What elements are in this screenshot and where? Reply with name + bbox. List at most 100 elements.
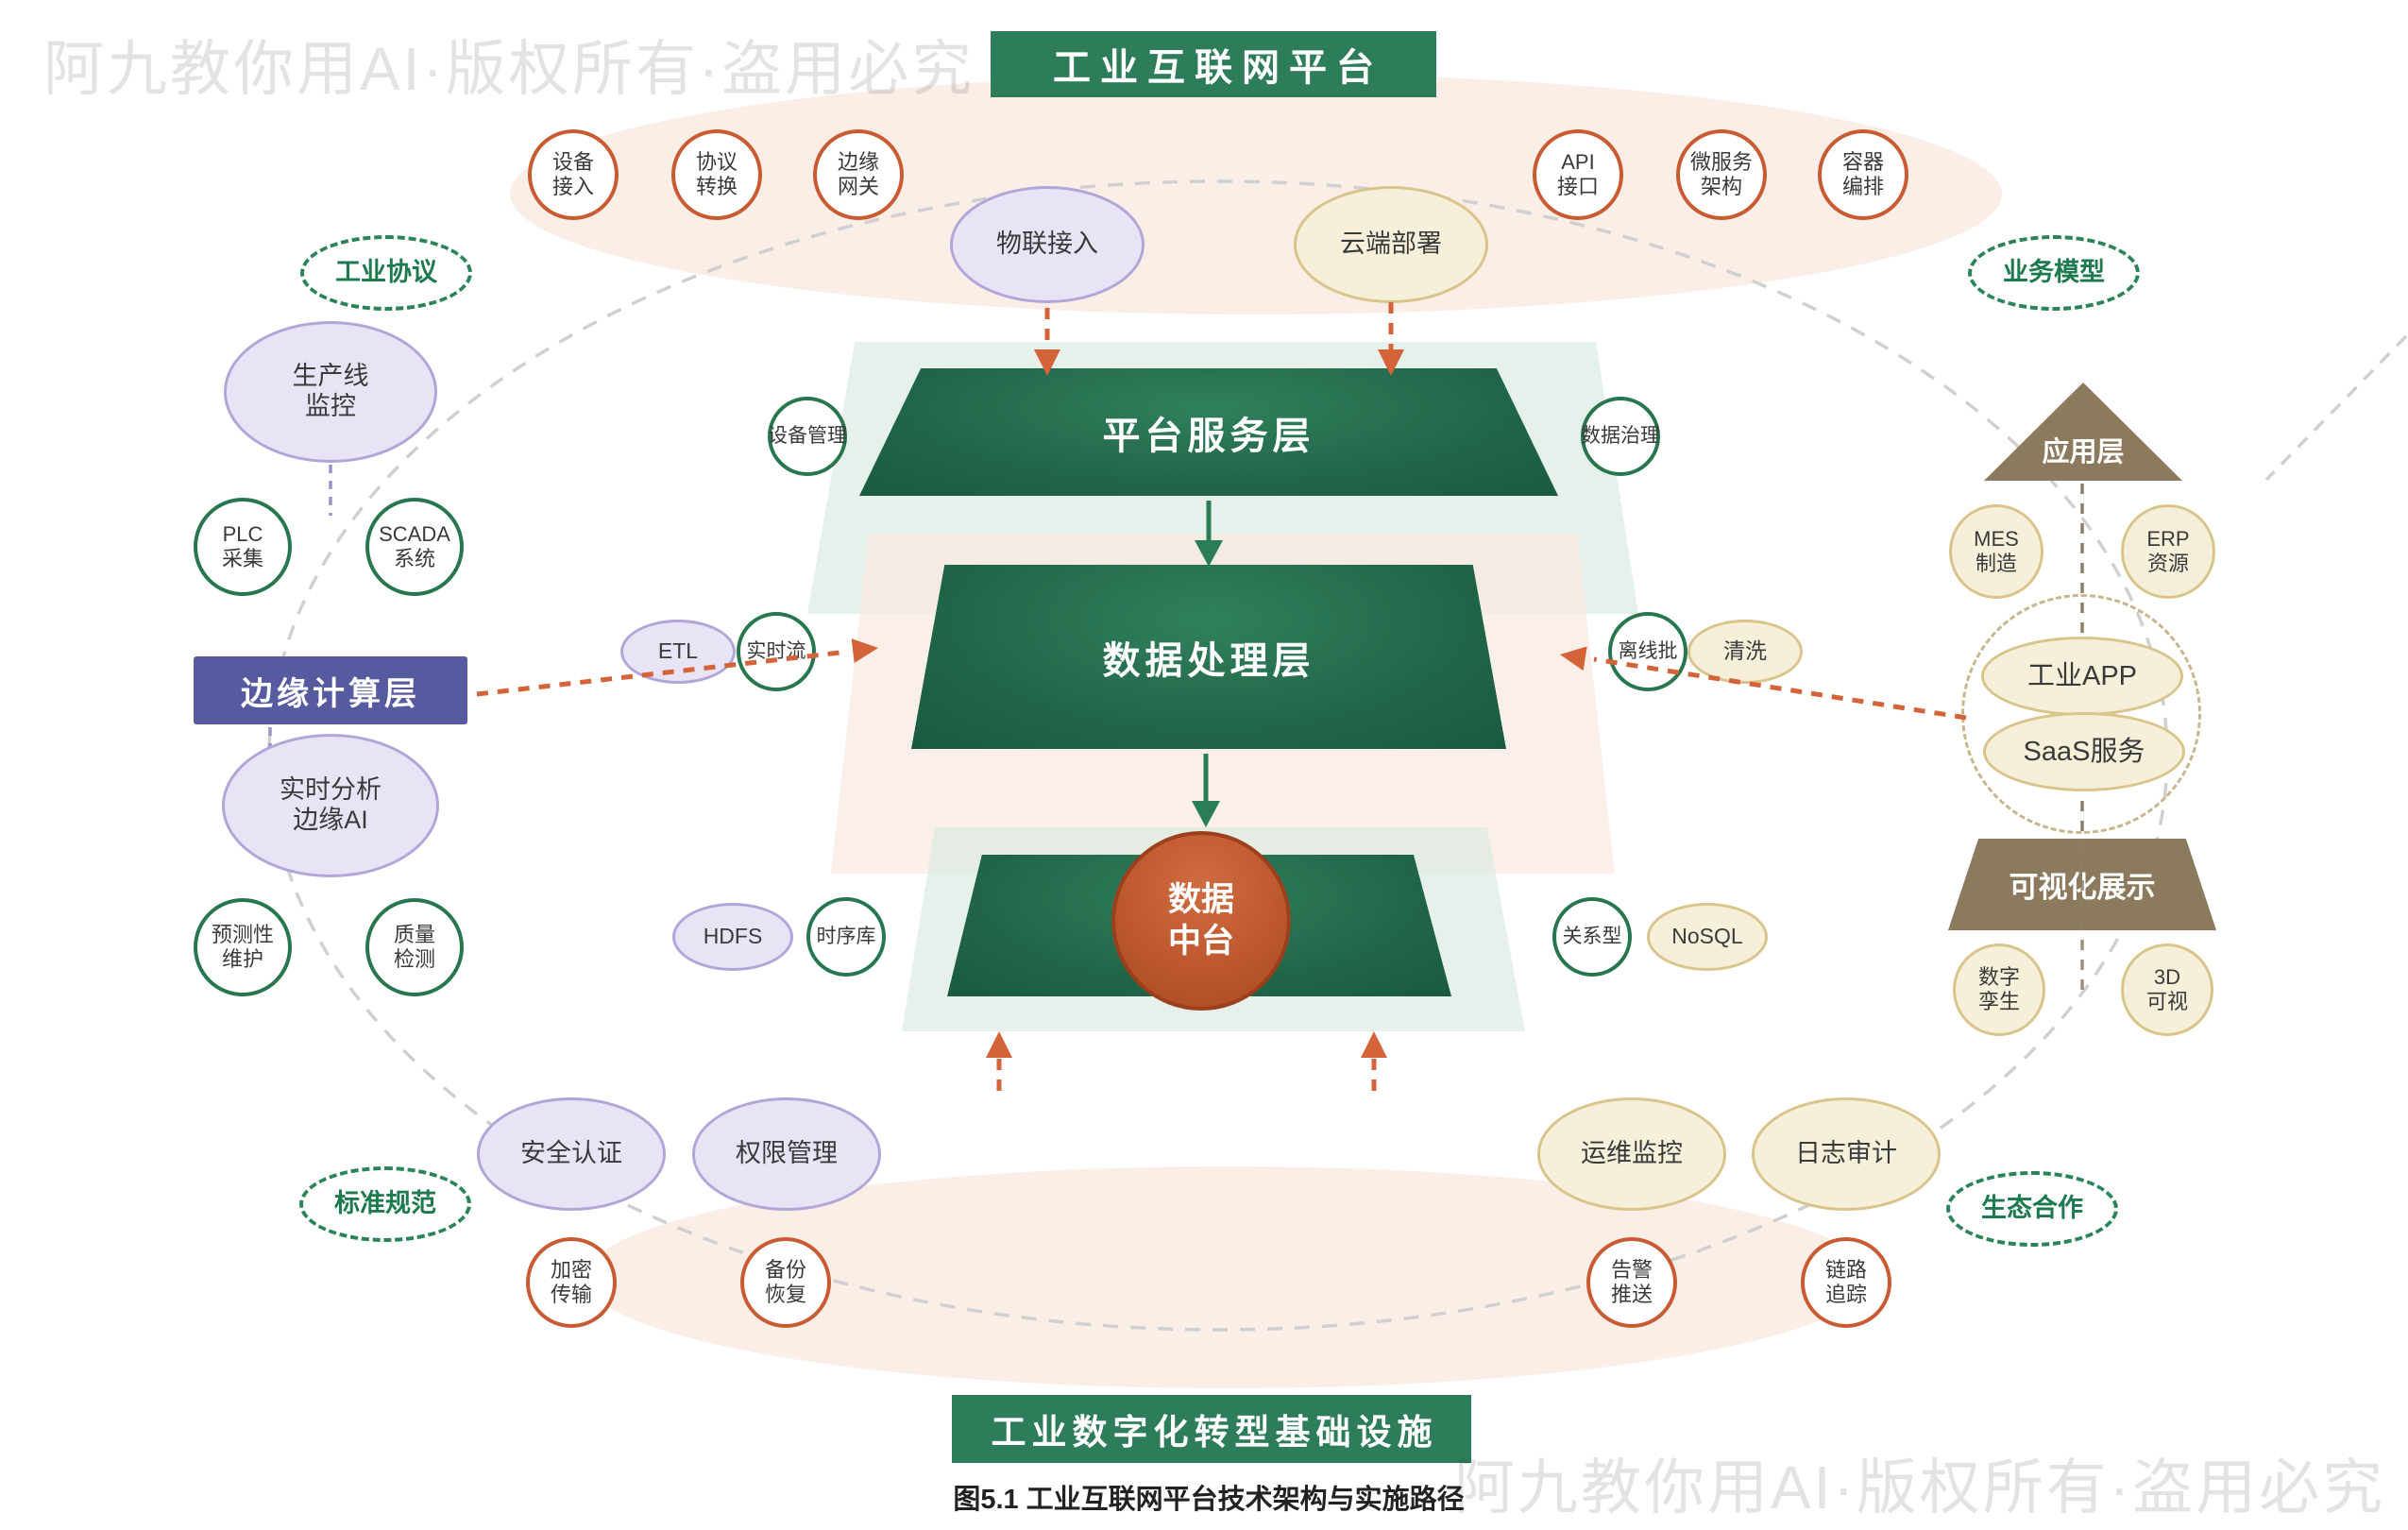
node-ops-monitoring-label: 运维监控 [1581, 1139, 1683, 1168]
node-cleaning-label: 清洗 [1723, 638, 1767, 664]
node-edge-gateway: 边缘 网关 [813, 129, 904, 220]
node-link-tracing-label: 链路 追踪 [1824, 1258, 1867, 1306]
node-iot-access-label: 物联接入 [996, 230, 1098, 259]
arrow-up-into-hub-right [1361, 1031, 1387, 1091]
node-alert-push-label: 告警 推送 [1610, 1258, 1653, 1306]
node-backup-recovery: 备份 恢复 [740, 1237, 831, 1328]
zone-standards: 标准规范 [299, 1166, 471, 1242]
node-production-monitor: 生产线 监控 [224, 321, 437, 463]
zone-ecosystem-label: 生态合作 [1981, 1194, 2083, 1223]
node-device-access: 设备 接入 [528, 129, 619, 220]
zone-business-model-label: 业务模型 [2003, 258, 2105, 287]
node-encrypted-transfer: 加密 传输 [526, 1237, 617, 1328]
zone-ecosystem: 生态合作 [1946, 1171, 2118, 1247]
layer-edge-computing-label: 边缘计算层 [241, 675, 420, 712]
node-quality-inspection: 质量 检测 [365, 898, 464, 996]
node-microservice-arch: 微服务 架构 [1676, 129, 1767, 220]
layer-visualization-label: 可视化展示 [2009, 871, 2156, 904]
node-predictive-maintenance: 预测性 维护 [194, 898, 292, 996]
business-model-arc [2264, 334, 2408, 482]
node-etl: ETL [620, 620, 736, 684]
node-saas: SaaS服务 [1983, 712, 2185, 791]
node-hdfs: HDFS [672, 903, 793, 971]
data-hub-circle: 数据 中台 [1111, 831, 1291, 1011]
node-predictive-maintenance-label: 预测性 维护 [211, 923, 274, 971]
layer-data-processing: 数据处理层 [911, 565, 1506, 749]
bottom-banner: 工业数字化转型基础设施 [952, 1395, 1471, 1463]
node-container-orch: 容器 编排 [1818, 129, 1908, 220]
watermark-top-left: 阿九教你用AI·版权所有·盗用必究 [43, 35, 975, 103]
node-erp-label: ERP 资源 [2146, 527, 2190, 575]
data-hub-label: 数据 中台 [1167, 881, 1234, 960]
node-cloud-deploy: 云端部署 [1294, 186, 1488, 303]
node-data-governance-label: 数据治理 [1581, 424, 1660, 447]
node-alert-push: 告警 推送 [1586, 1237, 1677, 1328]
node-production-monitor-label: 生产线 监控 [292, 362, 369, 420]
layer-application-label: 应用层 [2042, 437, 2125, 468]
node-api-interface-label: API 接口 [1556, 150, 1599, 198]
layer-platform-service-label: 平台服务层 [1102, 415, 1315, 457]
node-nosql: NoSQL [1647, 903, 1768, 971]
node-security-auth: 安全认证 [477, 1097, 666, 1211]
node-log-audit-label: 日志审计 [1795, 1139, 1897, 1168]
node-industrial-app: 工业APP [1981, 637, 2183, 716]
layer-visualization: 可视化展示 [1948, 839, 2216, 930]
node-permission-mgmt: 权限管理 [692, 1097, 881, 1211]
node-link-tracing: 链路 追踪 [1801, 1237, 1891, 1328]
layer-platform-service: 平台服务层 [859, 368, 1558, 496]
node-container-orch-label: 容器 编排 [1841, 150, 1884, 198]
node-permission-mgmt-label: 权限管理 [736, 1139, 838, 1168]
top-banner: 工业互联网平台 [991, 31, 1436, 97]
node-offline-batch: 离线批 [1608, 612, 1687, 691]
node-realtime-edge-ai: 实时分析 边缘AI [222, 734, 439, 877]
node-device-mgmt: 设备管理 [768, 397, 847, 476]
node-device-access-label: 设备 接入 [551, 150, 594, 198]
node-iot-access: 物联接入 [950, 186, 1145, 303]
bottom-banner-title: 工业数字化转型基础设施 [991, 1413, 1438, 1452]
node-cloud-deploy-label: 云端部署 [1340, 230, 1442, 259]
node-backup-recovery-label: 备份 恢复 [764, 1258, 806, 1306]
arrow-up-into-hub-left [986, 1031, 1012, 1091]
node-realtime-stream-label: 实时流 [746, 639, 806, 662]
watermark-bottom-right: 阿九教你用AI·版权所有·盗用必究 [1454, 1454, 2386, 1522]
node-microservice-arch-label: 微服务 架构 [1689, 150, 1753, 198]
node-device-mgmt-label: 设备管理 [768, 424, 847, 447]
node-quality-inspection-label: 质量 检测 [393, 923, 435, 971]
node-log-audit: 日志审计 [1752, 1097, 1941, 1211]
node-protocol-convert-label: 协议 转换 [695, 150, 738, 198]
node-tsdb-label: 时序库 [816, 925, 876, 947]
node-digital-twin: 数字 孪生 [1953, 944, 2045, 1036]
figure-caption: 图5.1 工业互联网平台技术架构与实施路径 [953, 1485, 1465, 1515]
node-ops-monitoring: 运维监控 [1537, 1097, 1726, 1211]
node-mes-label: MES 制造 [1974, 527, 2019, 575]
node-realtime-stream: 实时流 [737, 612, 816, 691]
node-plc-collect-label: PLC 采集 [221, 522, 263, 570]
layer-data-processing-label: 数据处理层 [1102, 639, 1315, 682]
node-offline-batch-label: 离线批 [1618, 639, 1678, 662]
node-security-auth-label: 安全认证 [520, 1139, 622, 1168]
top-banner-title: 工业互联网平台 [1053, 47, 1383, 89]
node-scada-system-label: SCADA 系统 [379, 522, 450, 570]
layer-application: 应用层 [1984, 382, 2182, 481]
node-realtime-edge-ai-label: 实时分析 边缘AI [280, 775, 382, 834]
node-etl-label: ETL [657, 638, 699, 664]
node-data-governance: 数据治理 [1581, 397, 1660, 476]
node-relational-db-label: 关系型 [1562, 925, 1622, 947]
zone-business-model: 业务模型 [1968, 235, 2140, 311]
node-cleaning: 清洗 [1687, 620, 1803, 684]
node-hdfs-label: HDFS [703, 924, 763, 949]
layer-edge-computing: 边缘计算层 [194, 656, 467, 724]
node-scada-system: SCADA 系统 [365, 498, 464, 596]
zone-industrial-protocol: 工业协议 [300, 235, 472, 311]
node-api-interface: API 接口 [1533, 129, 1623, 220]
node-nosql-label: NoSQL [1671, 924, 1743, 949]
node-mes: MES 制造 [1949, 504, 2043, 599]
node-3d-viz: 3D 可视 [2121, 944, 2213, 1036]
node-edge-gateway-label: 边缘 网关 [837, 150, 879, 198]
node-3d-viz-label: 3D 可视 [2145, 965, 2188, 1013]
zone-standards-label: 标准规范 [334, 1189, 436, 1218]
node-industrial-app-label: 工业APP [2026, 660, 2138, 691]
node-relational-db: 关系型 [1552, 897, 1632, 977]
node-digital-twin-label: 数字 孪生 [1977, 965, 2020, 1013]
